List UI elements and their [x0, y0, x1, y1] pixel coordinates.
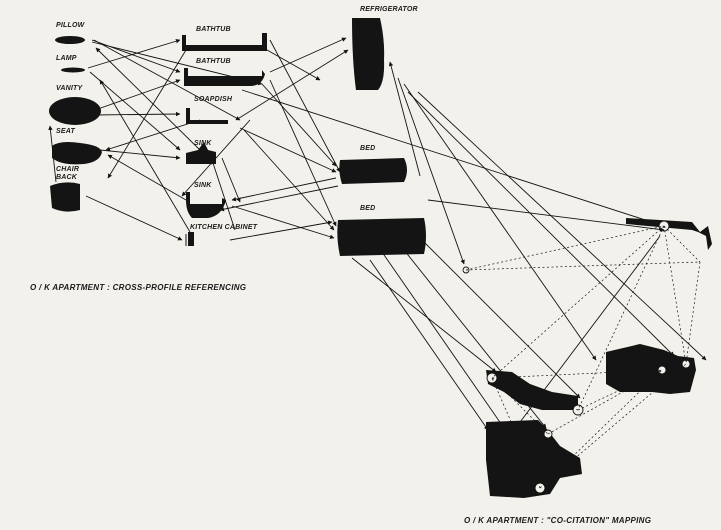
shape-cluster-top — [606, 344, 696, 394]
label-kitchen-cabinet: KITCHEN CABINET — [190, 224, 258, 231]
label-vanity: VANITY — [56, 85, 83, 92]
shape-chair-back — [50, 182, 80, 212]
shape-cluster-bottom — [486, 420, 582, 498]
co-citation-shapes — [486, 218, 712, 498]
label-pillow: PILLOW — [56, 22, 85, 29]
label-bed-1: BED — [360, 145, 376, 152]
label-bathtub-1: BATHTUB — [196, 26, 231, 33]
label-soapdish: SOAPDISH — [194, 96, 233, 103]
shape-pillow — [55, 36, 85, 44]
label-refrigerator: REFRIGERATOR — [360, 6, 418, 13]
shape-bed-1 — [339, 158, 407, 184]
shape-bathtub-bottom — [184, 68, 265, 86]
shape-sink-2 — [186, 192, 226, 218]
left-shapes — [49, 18, 426, 256]
label-bathtub-2: BATHTUB — [196, 58, 231, 65]
caption-co-citation: O / K APARTMENT : "CO-CITATION" MAPPING — [464, 516, 652, 525]
label-sink-1: SINK — [194, 140, 212, 147]
cross-profile-arrows — [48, 37, 665, 241]
shape-sink-1 — [186, 142, 216, 164]
co-citation-long-arrows — [351, 77, 707, 481]
caption-cross-profile: O / K APARTMENT : CROSS-PROFILE REFERENC… — [30, 283, 247, 292]
shape-refrigerator — [352, 18, 385, 90]
label-seat: SEAT — [56, 128, 75, 135]
shape-cluster-middle — [486, 370, 578, 410]
shape-kitchen-cabinet — [188, 232, 194, 246]
shape-lamp — [61, 67, 85, 73]
shape-hook — [626, 218, 712, 250]
shape-vanity — [49, 97, 101, 125]
shape-bathtub-top — [182, 33, 267, 51]
label-bed-2: BED — [360, 205, 376, 212]
shape-bed-2 — [337, 218, 426, 256]
shape-soapdish — [186, 108, 228, 124]
label-sink-2: SINK — [194, 182, 212, 189]
label-lamp: LAMP — [56, 55, 77, 62]
label-chair-back: CHAIR BACK — [56, 166, 80, 181]
shape-seat — [52, 142, 102, 165]
